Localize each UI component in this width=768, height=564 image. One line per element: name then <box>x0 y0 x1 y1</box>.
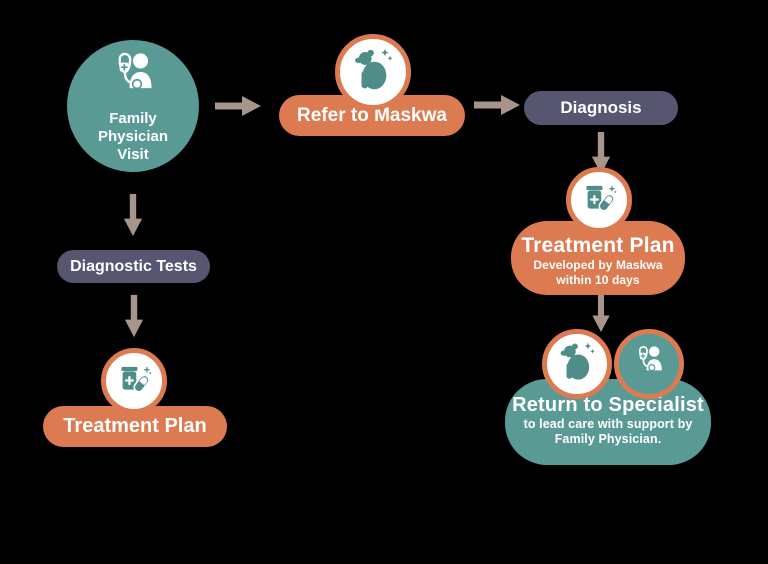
node-label: Diagnostic Tests <box>70 257 197 275</box>
treatment-plan-maskwa-badge <box>566 167 632 233</box>
arrow-right-to-refer <box>215 94 263 118</box>
node-subtitle-line1: Developed by Maskwa <box>533 258 663 272</box>
node-title: Return to Specialist <box>512 394 704 416</box>
return-bear-badge <box>542 329 612 399</box>
node-label: Family Physician Visit <box>97 109 169 163</box>
refer-to-maskwa-badge <box>335 34 411 110</box>
arrow-down-to-diagnostic-tests <box>122 194 144 236</box>
node-label: Diagnosis <box>560 98 642 117</box>
doctor-icon <box>629 344 669 385</box>
bear-icon <box>556 341 598 388</box>
doctor-icon <box>104 51 162 106</box>
arrow-down-to-treatment-plan-maskwa <box>590 132 612 174</box>
node-subtitle-line2: Family Physician. <box>554 432 662 446</box>
arrow-right-to-diagnosis <box>474 93 522 117</box>
node-title: Treatment Plan <box>521 234 675 257</box>
node-treatment-plan-maskwa: Treatment Plan Developed by Maskwa withi… <box>511 221 685 295</box>
node-diagnosis: Diagnosis <box>524 91 678 125</box>
bear-icon <box>350 47 396 98</box>
node-diagnostic-tests: Diagnostic Tests <box>57 250 210 283</box>
node-family-physician-visit: Family Physician Visit <box>67 40 199 172</box>
node-label: Refer to Maskwa <box>297 104 447 126</box>
node-refer-to-maskwa: Refer to Maskwa <box>279 95 465 136</box>
return-doctor-badge <box>614 329 684 399</box>
arrow-down-to-return-to-specialist <box>590 292 612 332</box>
medicine-icon <box>580 179 618 222</box>
node-subtitle-line2: within 10 days <box>556 272 640 287</box>
treatment-plan-badge <box>101 348 167 414</box>
node-return-to-specialist: Return to Specialist to lead care with s… <box>505 379 711 465</box>
node-subtitle-line1: to lead care with support by <box>523 417 693 431</box>
node-label: Treatment Plan <box>63 415 207 437</box>
medicine-icon <box>115 360 153 403</box>
arrow-down-to-treatment-plan <box>123 294 145 338</box>
